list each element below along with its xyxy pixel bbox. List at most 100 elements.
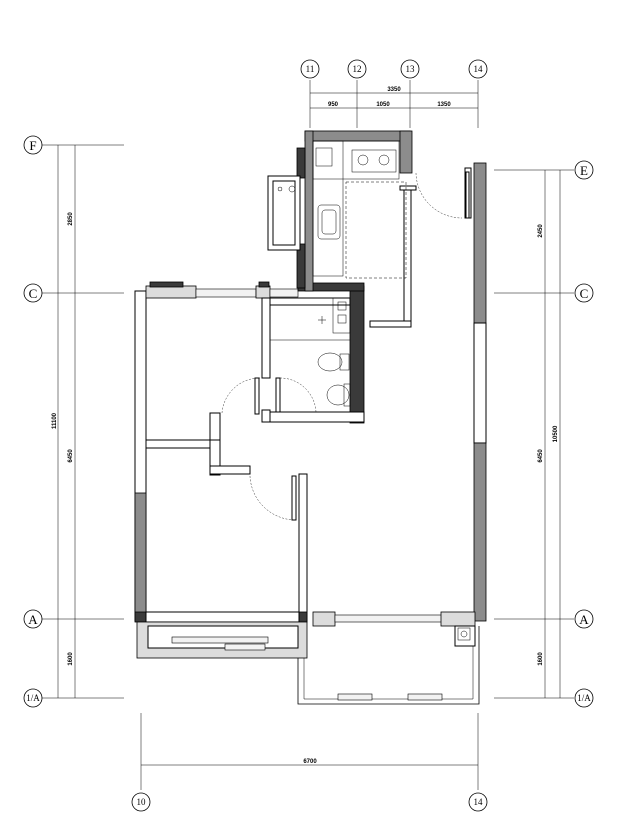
kitchen-counter-left: [312, 140, 344, 277]
kitchen-lower-partition: [369, 320, 412, 328]
axis-label-12: 12: [353, 64, 362, 74]
axis-label-C-left: C: [29, 286, 38, 301]
bathroom-door-leaf: [275, 377, 281, 413]
bath-bottom-wall: [269, 411, 365, 423]
bottom-total-dimension: 6700: [303, 759, 317, 765]
axis-label-1A-left: 1/A: [26, 693, 40, 703]
axis-label-1A-right: 1/A: [577, 693, 591, 703]
right-total-dimension: 10500: [553, 425, 559, 442]
axis-label-14-top: 14: [474, 64, 484, 74]
bath-shelf-item-2: [337, 314, 347, 324]
fridge: [315, 147, 333, 167]
axis-bubble-13: [400, 59, 420, 79]
axis-bubble-12: [347, 59, 367, 79]
kitchen-counter-top: [312, 140, 400, 180]
stove-burner-2-icon: [378, 154, 390, 166]
kitchen-sink: [317, 204, 341, 240]
axis-label-C-right: C: [580, 286, 589, 301]
doors: [221, 171, 470, 521]
kitchen-right-partition: [403, 189, 412, 326]
top-wall-segment-1: [145, 285, 197, 299]
bedroom-bath-wall-stub: [261, 409, 271, 423]
bedroom-bath-wall: [261, 297, 271, 379]
axis-label-E: E: [580, 163, 588, 178]
living-right-wall-upper: [473, 162, 487, 324]
bedroom2-door-leaf: [291, 475, 297, 521]
entry-door-leaf: [465, 171, 470, 219]
left-dimension-chain: 11100 2850 6450 1600: [42, 144, 124, 699]
kitchen-left-beam-2: [296, 243, 306, 289]
axis-label-A-left: A: [28, 612, 38, 627]
axis-bubble-E: [574, 160, 594, 180]
axis-label-11: 11: [306, 64, 315, 74]
left-outer-wall-column: [134, 492, 147, 620]
axis-label-F: F: [29, 138, 36, 153]
axis-bubble-14-top: [468, 59, 488, 79]
right-axis-bubbles: E C A 1/A: [574, 160, 594, 708]
right-segment-dimension-2: 6450: [538, 449, 544, 463]
drain-icon: [277, 186, 283, 192]
bedroom1-door-swing: [221, 377, 261, 414]
right-segment-dimension-1: 2450: [538, 224, 544, 238]
axis-label-10: 10: [137, 797, 147, 807]
axis-bubble-A-right: [574, 609, 594, 629]
top-segment-dimension-2: 1050: [376, 102, 390, 108]
top-window-2: [269, 288, 299, 298]
bath-right-wall: [349, 285, 365, 424]
axis-bubble-F: [23, 135, 43, 155]
bath-shelf-item-1: [337, 301, 347, 311]
bottom-axis-bubbles: 10 14: [131, 792, 488, 812]
kitchen-floor-dashed: [345, 181, 407, 279]
top-segment-dimension-3: 1350: [437, 102, 451, 108]
top-wall-beam-2: [258, 281, 270, 288]
kitchen-left-beam: [296, 147, 306, 179]
right-segment-dimension-3: 1600: [538, 652, 544, 666]
bedroom2-door-swing: [249, 475, 297, 521]
corridor-wall-3: [209, 465, 251, 475]
toilet-tank: [339, 353, 350, 371]
axis-label-A-right: A: [579, 612, 589, 627]
top-wall-beam: [149, 281, 184, 288]
corridor-wall-2: [209, 439, 221, 476]
kitchen-top-wall: [304, 130, 411, 142]
bottom-dimension-chain: 6700: [140, 713, 479, 790]
washer-icon: [288, 185, 296, 193]
kitchen-left-wall: [304, 130, 314, 292]
axis-bubble-A-left: [23, 609, 43, 629]
living-sliding-door: [334, 614, 446, 623]
left-segment-dimension-1: 2850: [68, 212, 74, 226]
fixtures: [270, 140, 471, 641]
bay-window-glass-2: [224, 643, 266, 651]
living-bottom-pier-right: [440, 611, 476, 627]
left-axis-bubbles: F C A 1/A: [23, 135, 43, 708]
walls: [134, 130, 487, 705]
axis-label-14-bottom: 14: [474, 797, 484, 807]
living-corner-shaft: [457, 627, 471, 641]
top-segment-dimension-1: 950: [328, 102, 339, 108]
top-window-1: [195, 288, 257, 298]
axis-bubble-1A-left: [23, 688, 43, 708]
axis-bubble-14-bottom: [468, 792, 488, 812]
left-segment-dimension-2: 6450: [68, 449, 74, 463]
kitchen-sink-basin: [321, 209, 337, 235]
axis-bubble-11: [300, 59, 320, 79]
bay-window-glass: [171, 636, 269, 644]
top-wall-segment-2: [255, 285, 271, 299]
axis-bubble-C-left: [23, 283, 43, 303]
entry-door-swing: [415, 172, 463, 219]
balcony-window-2: [407, 693, 443, 701]
living-bottom-pier-left: [312, 611, 336, 627]
bedroom1-door-leaf: [254, 377, 260, 415]
basin-icon: [326, 384, 350, 406]
living-right-wall-mid: [473, 322, 487, 444]
axis-bubble-C-right: [574, 283, 594, 303]
basin-counter: [343, 383, 351, 407]
bathroom-door-swing: [279, 377, 317, 413]
toilet-icon: [317, 352, 343, 372]
top-axis-bubbles: 11 12 13 14: [300, 59, 488, 79]
stove-burner-1-icon: [357, 154, 369, 166]
living-drain-icon: [460, 630, 468, 638]
axis-bubble-1A-right: [574, 688, 594, 708]
stove: [351, 149, 397, 173]
side-service-box-inner: [272, 180, 296, 246]
